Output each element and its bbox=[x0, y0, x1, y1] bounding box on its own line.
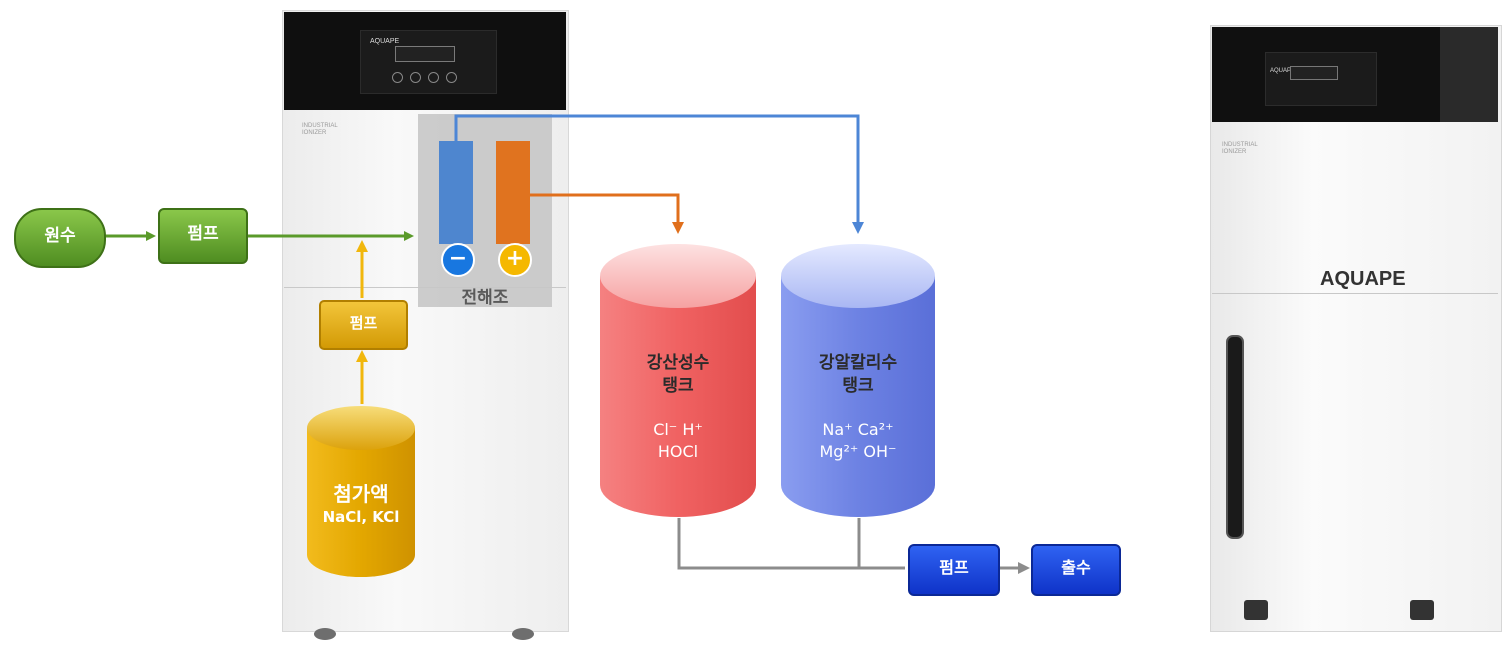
left-machine-button bbox=[428, 72, 439, 83]
left-machine-side-label-line1: INDUSTRIAL bbox=[302, 123, 338, 129]
right-machine-brand: AQUAPE bbox=[1320, 268, 1406, 290]
output-water-node: 출수 bbox=[1031, 544, 1121, 596]
line-acid-tank-to-pump bbox=[677, 518, 905, 570]
right-machine-caster bbox=[1244, 600, 1268, 620]
output-pump-node: 펌프 bbox=[908, 544, 1000, 596]
left-machine-side-label-line2: IONIZER bbox=[302, 130, 327, 136]
left-machine-control-panel bbox=[360, 30, 497, 94]
left-machine-caster bbox=[314, 628, 336, 640]
left-machine-button bbox=[446, 72, 457, 83]
additive-pump-node: 펌프 bbox=[319, 300, 408, 350]
right-machine-top-side bbox=[1440, 27, 1498, 122]
alkaline-tank-ions-line2: Mg²⁺ OH⁻ bbox=[819, 442, 897, 461]
acid-tank bbox=[600, 244, 756, 517]
left-machine-button bbox=[410, 72, 421, 83]
acid-tank-ions-line2: HOCl bbox=[657, 442, 699, 461]
raw-water-node: 원수 bbox=[14, 208, 106, 268]
acid-tank-title-line1: 강산성수 bbox=[646, 353, 710, 373]
arrow-cathode-to-alkaline-tank bbox=[454, 114, 864, 234]
additive-tank bbox=[307, 406, 415, 577]
alkaline-tank bbox=[781, 244, 935, 517]
electrolyzer-label: 전해조 bbox=[461, 288, 509, 308]
left-machine-display bbox=[395, 46, 455, 62]
negative-pole-icon: − bbox=[441, 243, 475, 277]
right-machine-caster bbox=[1410, 600, 1434, 620]
right-machine-side-label-line1: INDUSTRIAL bbox=[1222, 142, 1258, 148]
right-machine-side-label-line2: IONIZER bbox=[1222, 149, 1247, 155]
cathode-electrode bbox=[439, 141, 473, 244]
additive-tank-content: NaCl, KCl bbox=[322, 508, 400, 526]
acid-tank-title-line2: 탱크 bbox=[662, 376, 694, 396]
left-machine-caster bbox=[512, 628, 534, 640]
right-machine-cabinet bbox=[1210, 25, 1502, 632]
left-machine-panel-logo: AQUAPE bbox=[370, 38, 400, 45]
anode-electrode bbox=[496, 141, 530, 244]
alkaline-tank-title-line1: 강알칼리수 bbox=[818, 353, 898, 373]
right-machine-door-handle bbox=[1226, 335, 1244, 539]
left-machine-side-label: INDUSTRIAL IONIZER bbox=[302, 123, 338, 137]
additive-tank-title: 첨가액 bbox=[333, 482, 389, 506]
acid-tank-ions-line1: Cl⁻ H⁺ bbox=[653, 420, 703, 439]
main-pump-node: 펌프 bbox=[158, 208, 248, 264]
right-machine-panel-logo: AQUAPE bbox=[1270, 68, 1296, 74]
left-machine-button bbox=[392, 72, 403, 83]
positive-pole-icon: + bbox=[498, 243, 532, 277]
right-machine-door-seam bbox=[1212, 293, 1498, 294]
right-machine-side-label: INDUSTRIAL IONIZER bbox=[1222, 142, 1258, 156]
alkaline-tank-title-line2: 탱크 bbox=[842, 376, 874, 396]
arrow-anode-to-acid-tank bbox=[530, 193, 684, 234]
right-machine-display bbox=[1290, 66, 1338, 80]
alkaline-tank-ions-line1: Na⁺ Ca²⁺ bbox=[822, 420, 894, 439]
